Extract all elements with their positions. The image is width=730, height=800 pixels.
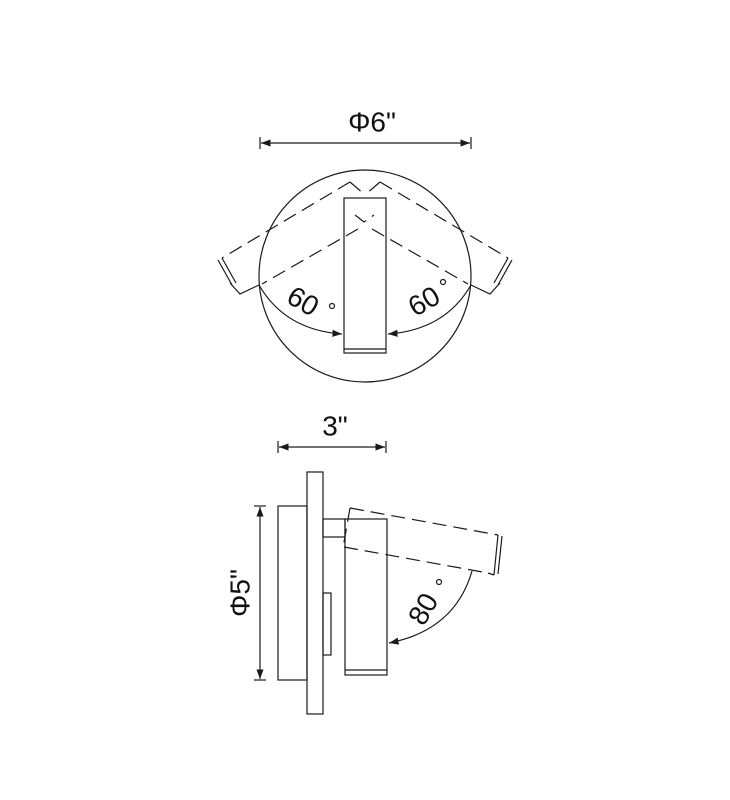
rotated-arm-right-end — [470, 257, 513, 295]
rotated-arm-left-end — [217, 257, 260, 295]
left-angle-label: 60 — [282, 280, 324, 322]
degree-symbol — [439, 278, 447, 286]
degree-symbol — [435, 578, 443, 586]
tilt-angle-label: 80 — [402, 588, 444, 630]
left-angle-arc — [258, 284, 343, 337]
rotated-arm-left-dashed — [221, 181, 375, 285]
wall-plate — [306, 471, 324, 715]
stem — [322, 518, 346, 538]
degree-symbol — [328, 302, 336, 310]
diameter-label: Φ5" — [224, 569, 255, 617]
switch — [322, 592, 332, 656]
tilted-head-dashed — [342, 507, 499, 574]
lamp-head — [344, 518, 388, 676]
rotated-arm-right-dashed — [365, 181, 509, 285]
diameter-label: Φ6" — [348, 106, 396, 137]
side-view: 3" Φ5" 80 — [224, 410, 503, 715]
canopy-body — [277, 505, 308, 681]
canopy-circle — [258, 169, 472, 383]
tilt-angle-arc — [388, 570, 473, 645]
top-view: Φ6" 60 60 — [217, 106, 513, 383]
right-angle-arc — [387, 284, 472, 337]
tilted-head-end — [487, 534, 503, 576]
right-angle-label: 60 — [403, 280, 445, 322]
depth-label: 3" — [322, 410, 348, 441]
lamp-arm — [343, 197, 387, 354]
